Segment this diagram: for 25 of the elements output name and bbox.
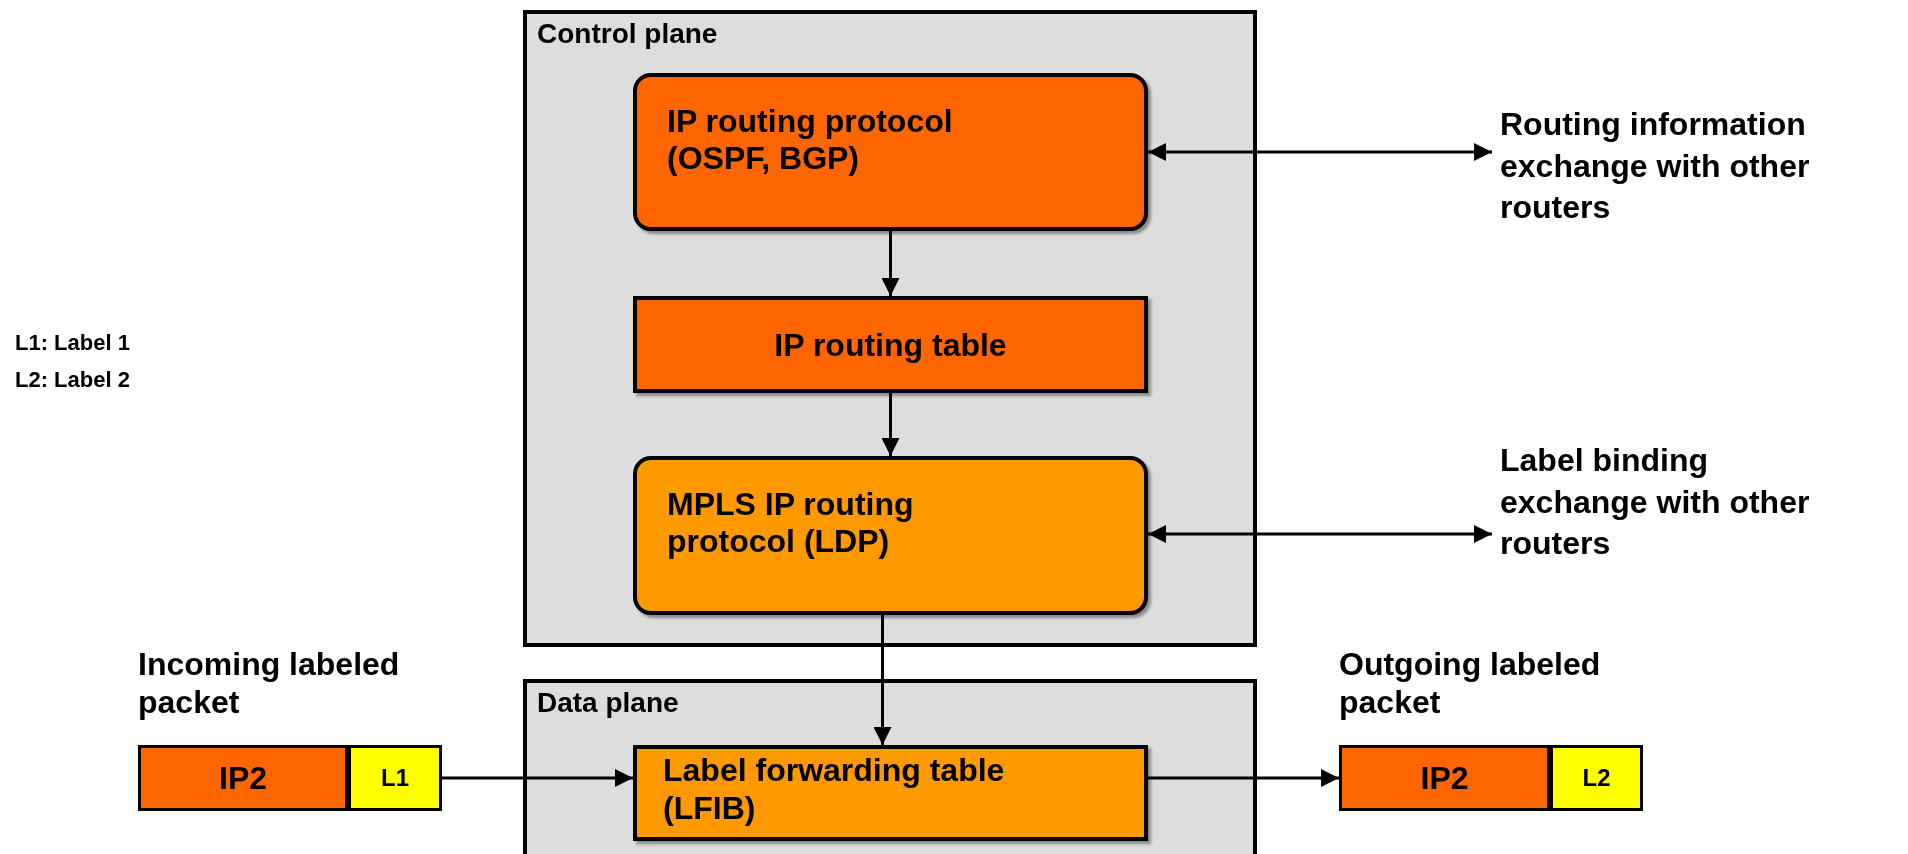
packet-field: L2 <box>1550 745 1643 811</box>
arrow <box>1148 143 1492 161</box>
packet-field: L1 <box>348 745 442 811</box>
plane-panel <box>523 10 1257 647</box>
legend-note: L2: Label 2 <box>15 367 130 393</box>
packet-field: IP2 <box>1339 745 1550 811</box>
arrow <box>873 615 892 745</box>
note-text: Label binding exchange with other routers <box>1500 440 1900 576</box>
plane-panel <box>523 679 1257 854</box>
arrow <box>1148 769 1339 787</box>
packet-field: IP2 <box>138 745 348 811</box>
arrow <box>881 231 900 296</box>
legend-note: L1: Label 1 <box>15 330 130 356</box>
note-text: Routing information exchange with other routers <box>1500 104 1900 240</box>
plane-title: Data plane <box>537 687 680 719</box>
process-box: MPLS IP routing protocol (LDP) <box>633 456 1148 615</box>
table-box: IP routing table <box>633 296 1148 393</box>
packet-title: Outgoing labeled packet <box>1339 645 1602 722</box>
plane-title: Control plane <box>537 18 719 50</box>
packet-title: Incoming labeled packet <box>138 645 401 722</box>
arrow <box>1148 525 1492 543</box>
arrow <box>442 769 633 787</box>
table-box: Label forwarding table (LFIB) <box>633 745 1148 841</box>
arrow <box>881 393 900 456</box>
process-box: IP routing protocol (OSPF, BGP) <box>633 73 1148 231</box>
